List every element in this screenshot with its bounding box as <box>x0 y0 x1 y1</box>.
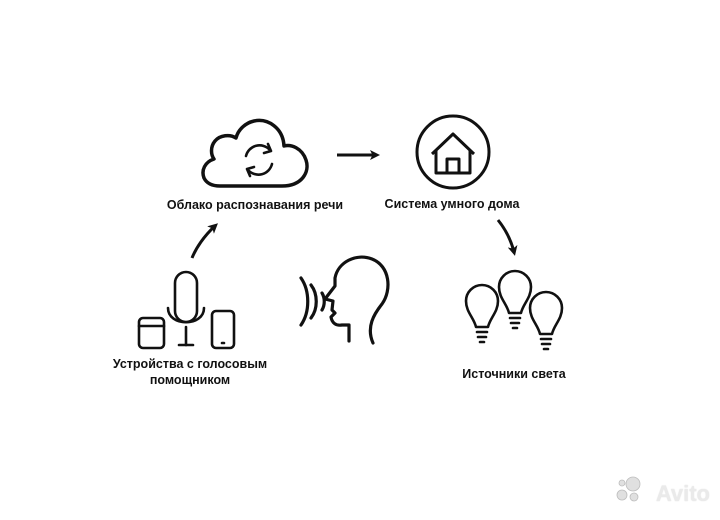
bulb-right-icon <box>528 290 564 351</box>
arrow-devices-to-cloud <box>190 223 218 259</box>
house-icon <box>415 114 491 190</box>
devices-label-line2: помощником <box>149 373 231 387</box>
smart-home-label: Система умного дома <box>384 197 520 211</box>
bulb-left-icon <box>464 283 500 344</box>
devices-label: Устройства с голосовым помощником <box>100 356 280 388</box>
speaking-head-icon <box>299 255 390 345</box>
avito-logo-icon <box>616 476 641 502</box>
watermark: Avito <box>656 481 710 507</box>
bulb-middle-icon <box>497 269 533 330</box>
voice-devices-icon <box>137 270 236 350</box>
cloud-sync-icon <box>201 118 309 188</box>
phone-icon <box>210 309 236 350</box>
light-bulbs-icon <box>464 269 564 351</box>
cloud-label: Облако распознавания речи <box>166 198 344 212</box>
lights-label: Источники света <box>462 367 566 381</box>
watermark-text: Avito <box>655 481 710 506</box>
arrow-home-to-lights <box>496 219 518 256</box>
microphone-icon <box>166 270 206 347</box>
devices-label-line1: Устройства с голосовым <box>112 357 268 371</box>
smart-speaker-icon <box>137 316 166 350</box>
